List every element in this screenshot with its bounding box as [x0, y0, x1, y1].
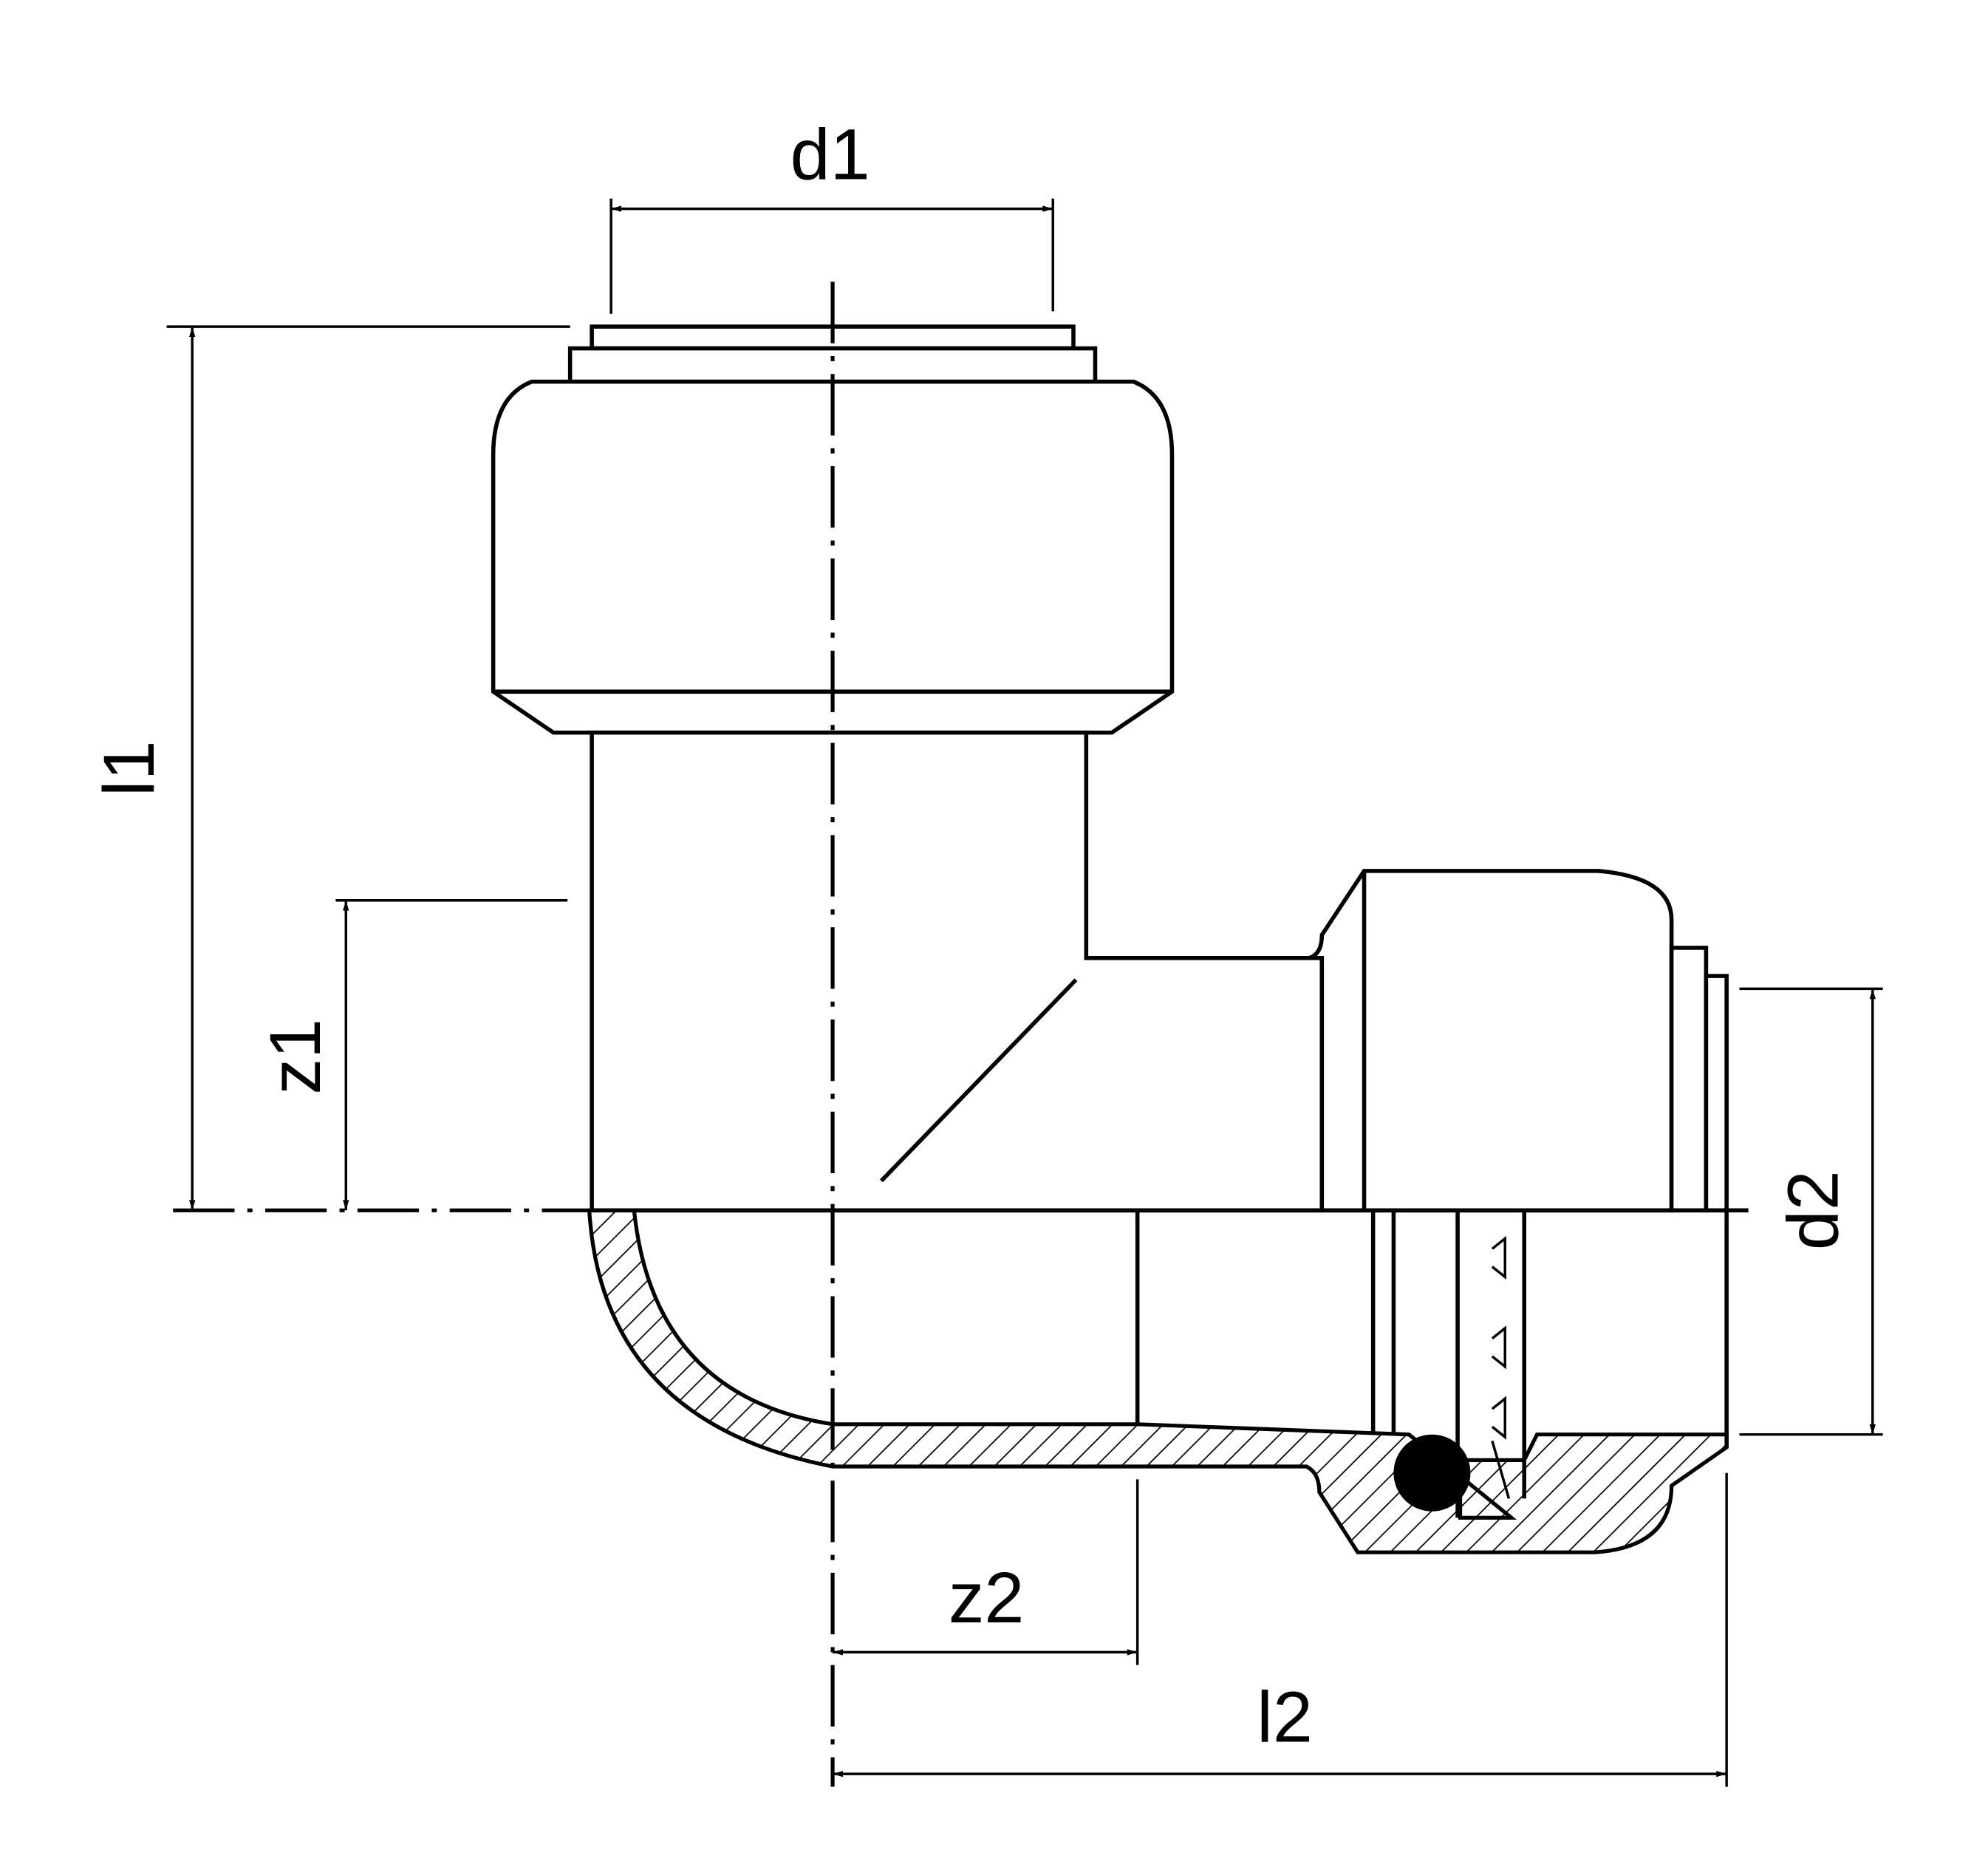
label-d1: d1 [790, 114, 870, 194]
label-l2: l2 [1257, 1676, 1313, 1757]
label-z2: z2 [949, 1557, 1025, 1638]
o-ring [1393, 1434, 1471, 1512]
section-view [587, 1208, 1749, 1554]
label-d2: d2 [1773, 1170, 1854, 1250]
upper-socket [491, 324, 1325, 1213]
dimension-l1: l1 [89, 325, 570, 1211]
label-l1: l1 [89, 740, 169, 796]
label-z1: z1 [255, 1019, 335, 1095]
dimension-l2: l2 [833, 1472, 1728, 1787]
dimension-z2: z2 [833, 1479, 1139, 1665]
dimension-z1: z1 [255, 899, 568, 1211]
dimension-d1: d1 [609, 114, 1054, 314]
dimension-d2: d2 [1739, 987, 1883, 1436]
side-socket [1308, 869, 1729, 1213]
